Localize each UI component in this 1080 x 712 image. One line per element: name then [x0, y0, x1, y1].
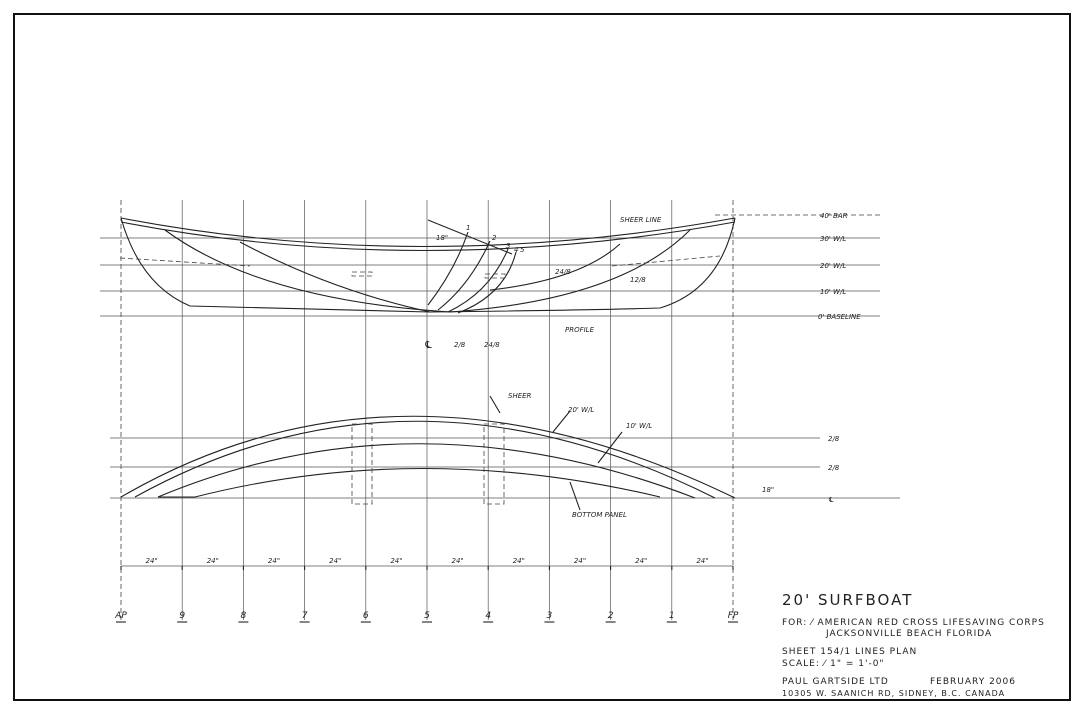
sheet-line: SHEET 154/1 LINES PLAN: [782, 647, 917, 657]
section-label: 5: [520, 246, 525, 254]
spacing-label: 24": [635, 557, 647, 565]
spacing-label: 24": [390, 557, 402, 565]
station-label: 1: [669, 611, 675, 621]
section-3: [447, 248, 509, 313]
plan-bottom-panel: [194, 467, 661, 498]
address-line: 10305 W. SAANICH RD, SIDNEY, B.C. CANADA: [782, 689, 1005, 698]
waterline-label: 20' W/L: [568, 406, 594, 414]
station-label: FP: [728, 611, 739, 621]
scale-line: SCALE: ⁄ 1" = 1'-0": [782, 659, 885, 669]
section-2: [437, 240, 491, 311]
centerline-label: ℄: [828, 496, 834, 504]
spacing-label: 24": [329, 557, 341, 565]
profile-view: 1 2 3 4 5 18" SHEER LINE 24/8 12/8 PROFI…: [100, 212, 880, 351]
thwart-aft: [351, 271, 373, 277]
waterline-label: 10' W/L: [626, 422, 652, 430]
plan-waterline-10: [157, 443, 696, 499]
profile-label: PROFILE: [565, 326, 595, 334]
offset-label: 24/8: [484, 341, 500, 349]
station-label: 8: [241, 611, 247, 621]
sheer-label: SHEER: [508, 392, 532, 400]
sheer-line: [120, 217, 736, 248]
offset-label: 2/8: [454, 341, 466, 349]
waterline-label: 20' W/L: [820, 262, 846, 270]
station-label: 4: [485, 611, 491, 621]
leader: [569, 481, 581, 511]
station-spacing-dimensions: 24" 24" 24" 24" 24" 24" 24" 24" 24" 24": [120, 557, 734, 570]
station-label: 5: [424, 611, 430, 621]
title-block: 20' SURFBOAT FOR: ⁄ AMERICAN RED CROSS L…: [782, 591, 1045, 698]
spacing-label: 24": [268, 557, 280, 565]
baseline-label: 0' BASELINE: [818, 313, 861, 321]
thwart-fwd-plan: [483, 423, 505, 505]
station-label: 6: [363, 611, 369, 621]
spacing-label: 24": [207, 557, 219, 565]
section-4: [457, 251, 517, 314]
waterline-label: 10' W/L: [820, 288, 846, 296]
buttock-line-12: [449, 229, 691, 313]
thwart-fwd: [484, 273, 506, 279]
leader: [597, 431, 623, 464]
buttock-label: 2/8: [828, 464, 840, 472]
section-label: 4: [514, 246, 518, 254]
section-1: [427, 231, 469, 306]
drawing-title: 20' SURFBOAT: [782, 591, 913, 609]
waterline-label: 30' W/L: [820, 235, 846, 243]
leader: [489, 395, 501, 414]
plan-waterline-20: [134, 420, 716, 499]
station-label: 7: [302, 611, 308, 621]
spacing-label: 24": [513, 557, 525, 565]
buttock-label: 12/8: [630, 276, 646, 284]
buttock-line-aft-2: [239, 241, 431, 313]
station-labels: AP 9 8 7 6 5 4 3 2 1 FP: [114, 611, 739, 623]
section-label: 2: [492, 234, 497, 242]
station-label: 3: [547, 611, 553, 621]
bottom-panel-label: BOTTOM PANEL: [572, 511, 627, 519]
leader: [552, 410, 571, 433]
buttock-line-aft: [164, 229, 451, 313]
section-label: 1: [466, 224, 470, 232]
thwart-aft-plan: [351, 423, 373, 505]
plan-view: SHEER 20' W/L 10' W/L BOTTOM PANEL 2/8 2…: [110, 392, 900, 519]
designer-line: PAUL GARTSIDE LTD: [782, 677, 889, 687]
sheer-line-inner: [120, 221, 736, 252]
buttock-label: 24/8: [555, 268, 571, 276]
offset-label: 18": [762, 486, 774, 494]
section-label: 3: [506, 242, 510, 250]
date-line: FEBRUARY 2006: [930, 677, 1016, 687]
rake-label: 18": [436, 234, 448, 242]
profile-outline: [120, 217, 736, 313]
centerline-label: ℄: [424, 340, 433, 351]
spacing-label: 24": [146, 557, 158, 565]
plan-sheer: [120, 415, 736, 499]
section-guide: [427, 219, 513, 255]
waterline-label: 40' BAR: [820, 212, 848, 220]
spacing-label: 24": [696, 557, 708, 565]
station-label: AP: [114, 611, 127, 621]
dashed-line-aft: [119, 257, 251, 267]
spacing-label: 24": [452, 557, 464, 565]
client-line: FOR: ⁄ AMERICAN RED CROSS LIFESAVING COR…: [782, 618, 1045, 628]
location-line: JACKSONVILLE BEACH FLORIDA: [825, 629, 992, 639]
drawing-border: [13, 13, 1071, 701]
spacing-label: 24": [574, 557, 586, 565]
station-lines: [120, 200, 734, 620]
sheer-line-label: SHEER LINE: [620, 216, 662, 224]
station-label: 9: [179, 611, 185, 621]
buttock-line-24: [489, 243, 621, 291]
dashed-line-fwd: [611, 255, 721, 267]
station-label: 2: [608, 611, 614, 621]
buttock-label: 2/8: [828, 435, 840, 443]
